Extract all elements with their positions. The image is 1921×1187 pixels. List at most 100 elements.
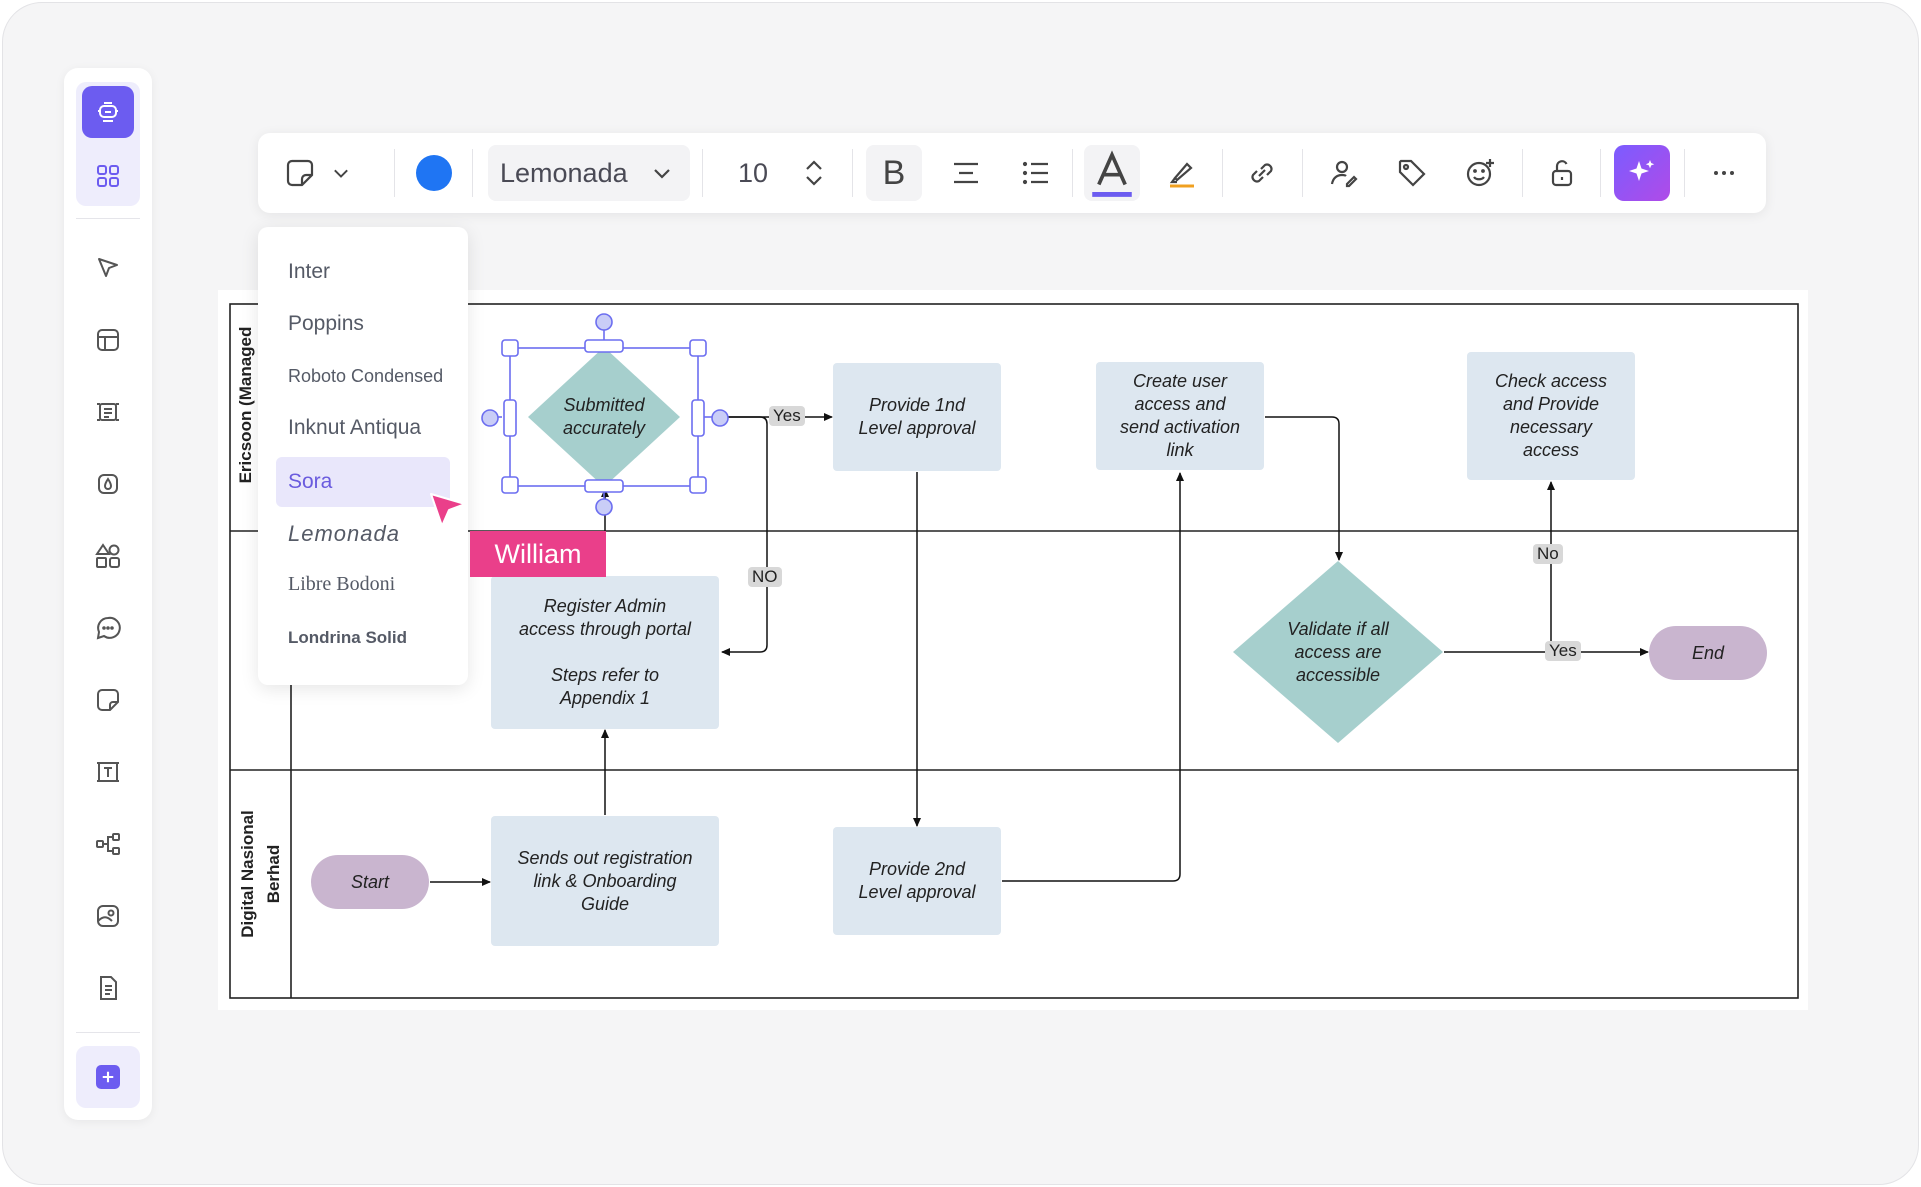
font-option-libre-bodoni[interactable]: Libre Bodoni <box>276 559 450 609</box>
font-family-dropdown: Inter Poppins Roboto Condensed Inknut An… <box>258 227 468 685</box>
edge-label-no: No <box>1533 544 1563 564</box>
edge-submitted-to-register <box>718 416 768 656</box>
media-icon[interactable] <box>82 890 134 942</box>
pointer-icon[interactable] <box>82 242 134 294</box>
document-icon[interactable] <box>82 962 134 1014</box>
edge-label-yes: Yes <box>1545 641 1581 661</box>
font-option-londrina-solid[interactable]: Londrina Solid <box>276 613 450 663</box>
font-option-label: Inknut Antiqua <box>288 416 422 439</box>
toolbar-divider <box>472 149 473 197</box>
decision-validate <box>1233 561 1443 743</box>
connector-handle <box>481 409 499 427</box>
link-icon[interactable] <box>1234 145 1290 201</box>
fill-color-swatch[interactable] <box>416 155 452 191</box>
shapes-icon[interactable] <box>82 530 134 582</box>
process-create-user <box>1096 362 1264 470</box>
font-option-lemonada[interactable]: Lemonada <box>276 509 450 559</box>
plus-icon <box>96 1065 120 1089</box>
process-first-approval <box>833 363 1001 471</box>
node-label[interactable]: Validate if all access are accessible <box>1287 618 1389 685</box>
node-label[interactable]: Create user access and send activation l… <box>1119 371 1241 460</box>
list-icon[interactable] <box>1008 145 1064 201</box>
chevron-down-icon <box>654 169 670 179</box>
node-label[interactable]: End <box>1691 642 1725 663</box>
unlock-icon[interactable] <box>1534 145 1590 201</box>
font-option-inter[interactable]: Inter <box>276 247 450 297</box>
process-register-admin <box>491 576 719 729</box>
sidebar-divider <box>76 1032 140 1033</box>
apps-grid-icon[interactable] <box>82 150 134 202</box>
font-option-label: Poppins <box>288 312 364 335</box>
resize-handle <box>501 339 519 357</box>
node-label[interactable]: Sends out registration link & Onboarding… <box>517 847 693 914</box>
toolbar-divider <box>1302 149 1303 197</box>
left-sidebar <box>64 68 152 1120</box>
edge-label-no: NO <box>748 567 782 587</box>
chevron-down-icon[interactable] <box>326 145 356 201</box>
sticky-shape-icon[interactable] <box>278 145 322 201</box>
node-label[interactable]: Submitted accurately <box>562 395 646 438</box>
add-button[interactable] <box>76 1046 140 1108</box>
node-label[interactable]: Start <box>350 871 389 892</box>
highlight-icon[interactable] <box>1154 145 1210 201</box>
assign-user-icon[interactable] <box>1316 145 1372 201</box>
edge-create-user-to-validate <box>1265 416 1343 561</box>
robot-icon[interactable] <box>82 86 134 138</box>
font-option-label: Sora <box>288 470 333 493</box>
process-second-approval <box>833 827 1001 935</box>
bold-label: B <box>882 153 906 192</box>
toolbar-divider <box>702 149 703 197</box>
lane-label-digital-nasional: Digital Nasional Berhad <box>238 810 283 938</box>
toolbar-divider <box>1684 149 1685 197</box>
eraser-icon[interactable] <box>82 458 134 510</box>
toolbar-divider <box>1222 149 1223 197</box>
text-box-icon[interactable] <box>82 746 134 798</box>
font-option-roboto-condensed[interactable]: Roboto Condensed <box>276 351 450 401</box>
toolbar-divider <box>852 149 853 197</box>
resize-handle <box>584 479 624 493</box>
format-toolbar: Lemonada 10 B <box>258 133 1766 213</box>
align-center-icon[interactable] <box>938 145 994 201</box>
process-check-access <box>1467 352 1635 480</box>
resize-handle <box>584 339 624 353</box>
layout-icon[interactable] <box>82 314 134 366</box>
font-option-sora[interactable]: Sora <box>276 457 450 507</box>
rotate-handle <box>595 313 613 331</box>
process-sends-out <box>491 816 719 946</box>
sidebar-divider <box>76 218 140 219</box>
mindmap-icon[interactable] <box>82 818 134 870</box>
decision-submitted <box>528 347 680 487</box>
font-option-label: Roboto Condensed <box>288 365 444 386</box>
text-color-icon[interactable] <box>1084 145 1140 201</box>
terminal-start <box>311 855 429 909</box>
more-icon[interactable] <box>1696 145 1752 201</box>
lane-label-ericsoon: Ericsoon (Managed <box>236 326 255 484</box>
edge-label-yes: Yes <box>769 406 805 426</box>
edge-second-approval-to-create-user <box>1002 472 1184 882</box>
ai-sparkle-icon[interactable] <box>1614 145 1670 201</box>
node-label[interactable]: Provide 2nd Level approval <box>858 859 976 902</box>
node-label[interactable]: Check access and Provide necessary acces… <box>1494 371 1608 460</box>
tag-icon[interactable] <box>1384 145 1440 201</box>
sticky-note-icon[interactable] <box>82 674 134 726</box>
resize-handle <box>503 399 517 437</box>
frame-icon[interactable] <box>82 386 134 438</box>
font-family-select[interactable]: Lemonada <box>488 145 690 201</box>
resize-handle <box>501 476 519 494</box>
font-option-label: Londrina Solid <box>288 628 407 647</box>
bold-button[interactable]: B <box>866 145 922 201</box>
comment-icon[interactable] <box>82 602 134 654</box>
emoji-add-icon[interactable] <box>1452 145 1508 201</box>
font-size-stepper-icon[interactable] <box>792 145 836 201</box>
node-label[interactable]: Provide 1nd Level approval <box>858 395 976 438</box>
font-option-inknut-antiqua[interactable]: Inknut Antiqua <box>276 403 450 453</box>
node-label[interactable]: Register Admin access through portal Ste… <box>518 596 692 708</box>
resize-handle <box>689 476 707 494</box>
terminal-end <box>1649 626 1767 680</box>
toolbar-divider <box>394 149 395 197</box>
font-size-value[interactable]: 10 <box>737 157 769 188</box>
connector-handle <box>711 409 729 427</box>
font-option-poppins[interactable]: Poppins <box>276 299 450 349</box>
resize-handle <box>689 339 707 357</box>
